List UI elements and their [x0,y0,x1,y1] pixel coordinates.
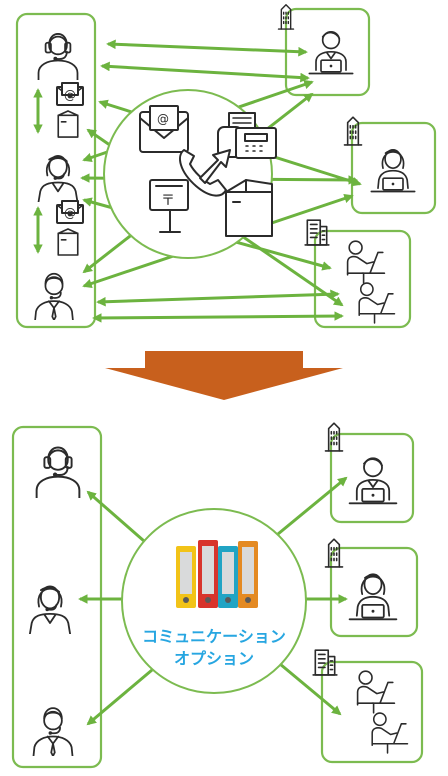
bottom-arrows [78,476,348,726]
postal-mark-label: 〒 [161,193,175,209]
mail-at-label-1: @ [64,88,76,102]
bottom-right-office-frame-2 [329,546,419,638]
binders-icon [176,540,258,608]
product-name-line1: コミュニケーション [142,627,286,646]
product-name-line2: オプション [174,649,254,668]
postbox-icon: 〒 [149,179,189,233]
phone-icon [179,149,227,197]
email-icon: @ [139,105,189,153]
transition-down-arrow [105,351,343,400]
package-icon [225,179,273,237]
fax-icon [217,112,277,159]
email-at-label: @ [157,112,169,126]
top-diagram: @ 〒 @ [15,3,437,329]
mail-at-label-2: @ [64,206,76,220]
bottom-left-staff-frame [11,425,103,769]
bottom-diagram: コミュニケーション オプション [11,422,424,769]
forward-arrow-icon [199,149,231,184]
bottom-right-office-frame-1 [329,432,415,524]
